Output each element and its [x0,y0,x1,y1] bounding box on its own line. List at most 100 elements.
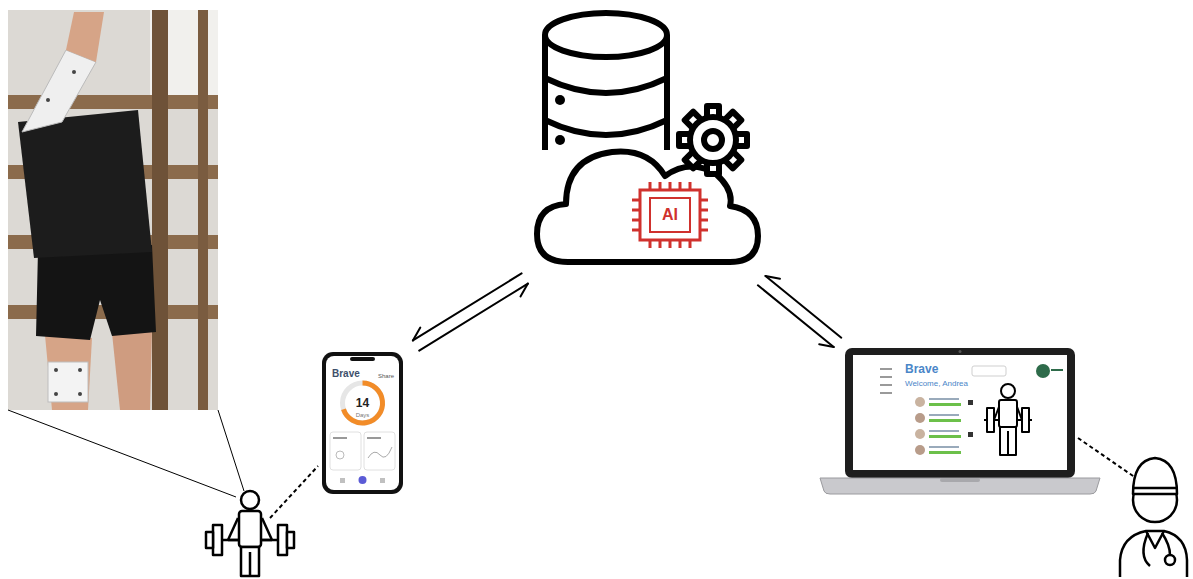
app-logo: Brave [332,368,360,380]
row-icon [968,400,973,405]
card-chart [368,447,392,458]
icon-plate [213,525,222,555]
search-box [972,366,1006,376]
gear-hole [704,131,722,149]
connector-line [758,285,834,347]
app-logo: Brave [905,363,938,376]
share-button-slot: Share [378,369,394,377]
sidebar-item [880,368,892,370]
laptop-lid [845,348,1075,478]
laptop-camera [959,350,962,353]
icon-plate [278,525,287,555]
icon-surgical-cap [1133,458,1177,494]
database-dot [555,95,565,105]
photo-background [8,10,218,410]
sensor-dot [54,368,58,372]
share-button: Share [378,372,394,380]
connector-line [521,284,528,297]
progress-ring-arc [344,383,383,423]
icon-legs [241,547,259,576]
phone-screen [326,356,399,490]
dashed-link [1078,438,1136,478]
card-line [333,437,347,439]
bidirectional-arrow [413,273,528,350]
clinician-dashboard: BraveWelcome, Andrea [853,355,1067,470]
icon-arm [228,518,238,540]
wood-post [152,10,168,410]
icon-legs [1000,427,1016,455]
icon-leg-gap [249,552,252,576]
avatar [915,429,925,439]
activity-list [915,397,973,455]
row-icon [968,432,973,437]
icon-head [241,491,259,509]
connector-line [819,344,834,347]
back-leg [112,330,152,410]
nav-icon [340,478,345,483]
smartphone [322,352,403,494]
ai-chip [632,182,708,248]
icon-leg-gap [1007,431,1009,455]
raised-forearm [66,12,104,62]
cloud-ai-server: AI [530,5,765,268]
day-unit: Days [356,412,370,419]
card-icon [336,451,344,459]
icon-stethoscope-head [1165,555,1175,565]
icon-plate [1022,408,1029,432]
progress-bar [929,403,961,406]
progress-ring-track [343,383,383,423]
connector-line [766,276,842,338]
clinic-logo [1036,364,1050,378]
icon-body [239,511,261,547]
phone-notch [350,357,375,361]
laptop-notch [940,478,980,482]
sensor-dot [54,392,58,396]
elbow-sensor-sleeve [22,50,96,132]
icon-body [999,400,1017,427]
icon-stethoscope-tube [1162,533,1170,555]
avatar [915,445,925,455]
database-dot [555,135,565,145]
icon-plate [287,532,294,548]
dashed-link [270,466,318,518]
t-shirt [18,110,152,258]
progress-bar [929,451,961,454]
icon-stethoscope [1143,533,1150,566]
clinician-icon [1120,458,1187,577]
screen-lifter-icon [984,384,1032,455]
ai-chip-label: AI [662,198,678,232]
connector-line [413,328,420,341]
row-text [929,446,959,448]
card-line [367,437,381,439]
day-count-slot: 14 [326,395,399,408]
gear [679,106,747,174]
wood-post [198,10,208,410]
laptop [820,348,1100,494]
knee-sensor-sleeve [48,362,88,402]
row-text [929,414,959,416]
chip-core [650,198,690,232]
database-band [545,78,667,93]
database-top [545,13,667,57]
shorts [36,245,156,340]
clinic-logo-line [1051,369,1063,371]
zoom-line [8,410,236,497]
nav-button [359,476,367,484]
zoom-line [218,410,244,491]
ai-chip-label-slot: AI [650,198,690,232]
sensor-dot [78,392,82,396]
phone-card [364,432,395,470]
patient-photo [8,10,218,410]
chip-body [640,190,700,240]
laptop-base [820,478,1100,494]
phone-card [330,432,361,470]
icon-cap-band [1133,487,1177,490]
cloud-server-outline [530,5,765,268]
sensor-dot [72,70,76,74]
connector-line [419,284,528,351]
row-text [929,430,959,432]
front-leg [45,335,92,410]
icon-shoulders [1120,531,1187,577]
database-band [545,120,667,135]
